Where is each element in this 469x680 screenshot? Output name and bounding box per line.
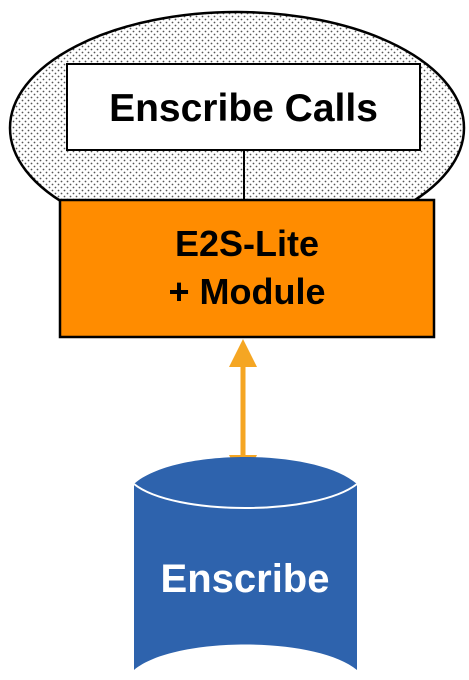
database-cylinder-icon [133,457,358,670]
enscribe-calls-box [66,63,421,151]
module-label-line2: + Module [168,271,325,312]
module-label-line1: E2S-Lite [175,223,319,264]
e2s-lite-module-box [58,198,436,339]
enscribe-calls-label: Enscribe Calls [109,87,378,130]
database-label: Enscribe [161,557,330,601]
